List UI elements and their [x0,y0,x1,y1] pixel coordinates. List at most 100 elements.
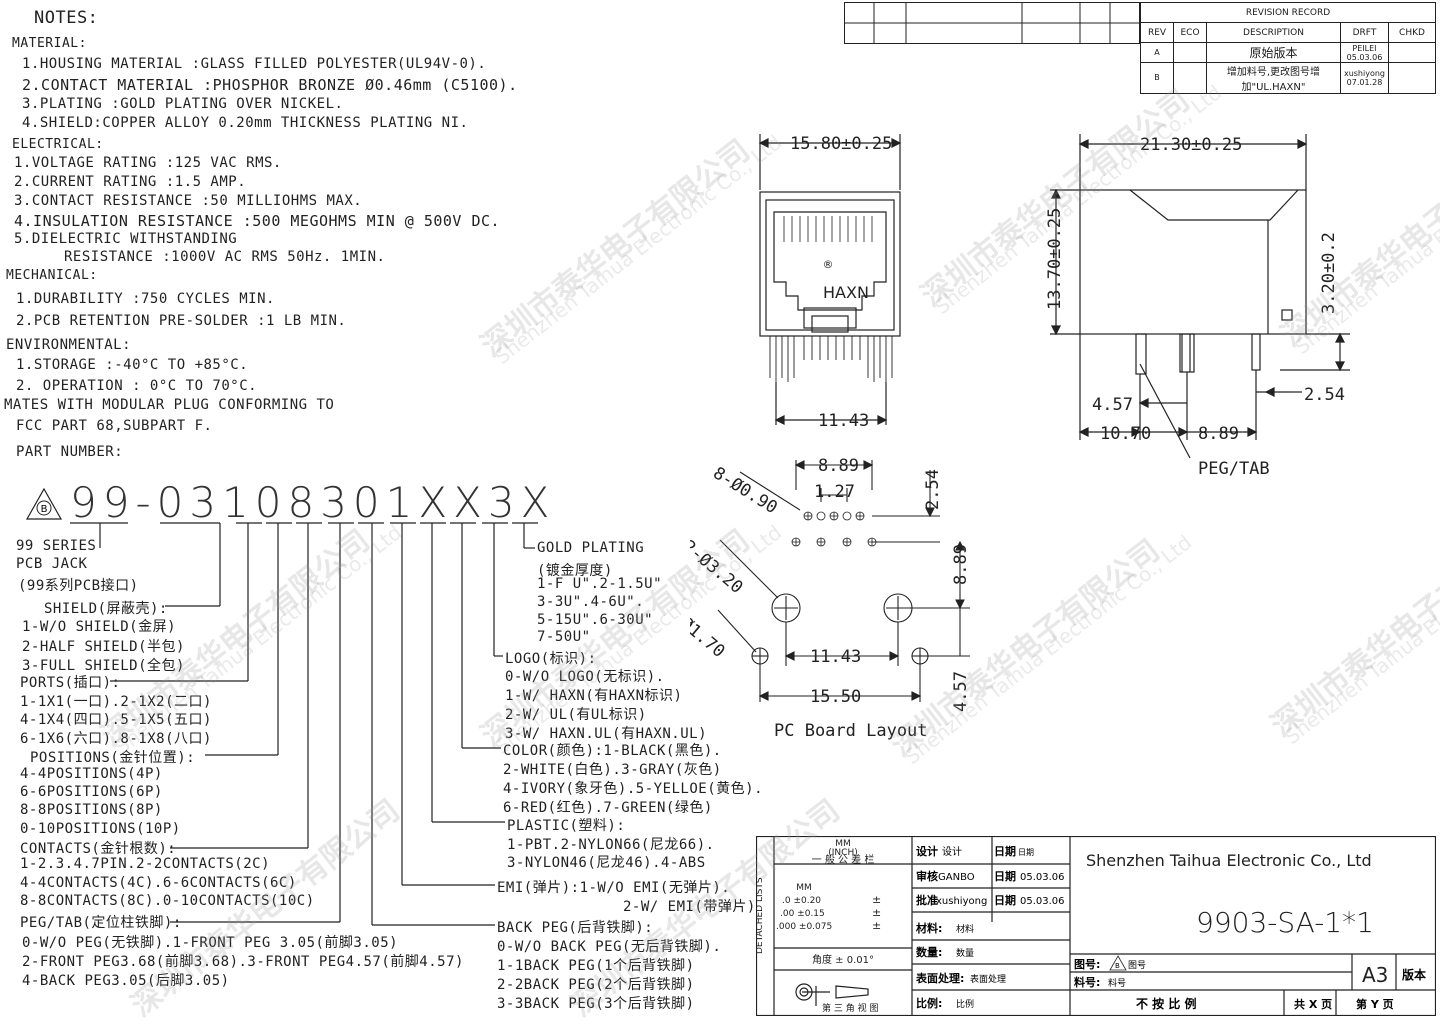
note-line-environmental: ENVIRONMENTAL: [6,337,132,353]
pcb-holes-170: 2-Ø1.70 [690,601,729,662]
svg-text:(INCH): (INCH) [828,848,857,858]
drft-header: DRFT [1339,22,1390,43]
company-name: Shenzhen Taihua Electronic Co., Ltd [1086,851,1372,870]
legend-line-r1: GOLD PLATING [537,540,645,556]
legend-line-r23: 1-1BACK PEG(1个后背铁脚) [497,958,695,974]
legend-line-l4: SHIELD(屏蔽壳): [44,601,168,617]
side-height-dim: 13.70±0.25 [1045,208,1065,310]
svg-text:表面处理: 表面处理 [970,973,1006,985]
legend-line-r20: 2-W/ EMI(带弹片) [623,899,756,915]
legend-line-l19: 4-4CONTACTS(4C).6-6CONTACTS(6C) [20,875,297,891]
front-view-drawing: ® 15.80±0.25 11.43 HAXN [758,134,902,431]
legend-line-l6: 2-HALF SHIELD(半包) [22,639,185,655]
rev-header: REV [1140,22,1174,43]
legend-line-r7: LOGO(标识): [505,651,597,667]
pcb-1550-dim: 15.50 [810,687,861,707]
legend-line-r2: (镀金厚度) [537,563,613,579]
front-width-dim: 15.80±0.25 [790,134,892,154]
svg-text:图号:: 图号: [1074,958,1100,971]
svg-text:共 X 页: 共 X 页 [1294,997,1332,1011]
svg-text:®: ® [823,258,834,271]
pcb-889v-dim: 8.89 [951,544,971,585]
svg-text:图号: 图号 [1128,960,1146,971]
rev-a-symbol: A [1140,42,1174,63]
svg-text:料号:: 料号: [1074,975,1100,989]
revision-record-blank-grid [844,2,1140,44]
legend-line-l3: (99系列PCB接口) [18,578,139,594]
part-number-leaders [70,522,538,926]
svg-text:.0 ±0.20: .0 ±0.20 [782,896,821,906]
note-line-e4: 4.INSULATION RESISTANCE :500 MEGOHMS MIN… [14,212,501,230]
detached-lists: DETACHED LISTS [756,877,765,954]
legend-line-l20: 8-8CONTACTS(8C).0-10CONTACTS(10C) [20,893,315,909]
legend-line-l13: 4-4POSITIONS(4P) [20,766,163,782]
legend-line-r17: 1-PBT.2-NYLON66(尼龙66). [507,837,715,853]
svg-text:05.03.06: 05.03.06 [1020,896,1065,907]
note-line-mechanical: MECHANICAL: [6,268,98,283]
legend-line-r6: 7-50U" [537,629,591,645]
legend-line-r9: 1-W/ HAXN(有HAXN标识) [505,688,683,704]
note-line-e1: 1.VOLTAGE RATING :125 VAC RMS. [14,155,282,171]
legend-line-l7: 3-FULL SHIELD(全包) [22,658,185,674]
legend-line-r3: 1-F U".2-1.5U" [537,576,663,592]
pcb-889-dim: 8.89 [818,456,859,476]
svg-text:设计: 设计 [942,845,962,858]
peg-tab-label: PEG/TAB [1198,459,1270,479]
pcb-layout-title: PC Board Layout [774,721,928,741]
legend-line-l24: 4-BACK PEG3.05(后脚3.05) [22,973,230,989]
legend-line-r25: 3-3BACK PEG(3个后背铁脚) [497,996,695,1012]
pcb-holes-320: 2-Ø3.20 [690,537,747,598]
legend-line-l11: 6-1X6(六口).8-1X8(八口) [20,731,212,747]
legend-line-r13: 2-WHITE(白色).3-GRAY(灰色) [503,762,722,778]
note-line-partnum: PART NUMBER: [16,444,124,460]
svg-text:比例: 比例 [956,998,974,1010]
legend-line-r16: PLASTIC(塑料): [507,818,626,834]
revision-record-title: REVISION RECORD [1140,2,1436,23]
svg-text:日期: 日期 [994,869,1016,883]
side-1070-dim: 10.70 [1100,424,1151,444]
drawing-number: 9903-SA-1*1 [1196,906,1374,939]
rev-b-symbol: B [1140,62,1174,94]
haxn-logo: HAXN [823,283,869,302]
svg-text:料号: 料号 [1108,977,1126,989]
watermark-cn: 深圳市泰华电子有限公司 [1264,513,1440,744]
legend-line-r5: 5-15U".6-30U" [537,612,654,628]
svg-text:日期: 日期 [994,844,1016,858]
legend-line-l14: 6-6POSITIONS(6P) [20,784,163,800]
note-line-me2: 2.PCB RETENTION PRE-SOLDER :1 LB MIN. [16,313,347,329]
description-header: DESCRIPTION [1206,22,1341,43]
rev-b-symbol: B [25,487,63,520]
svg-text:设计: 设计 [916,844,938,858]
side-254-dim: 2.54 [1304,385,1345,405]
svg-text:数量: 数量 [956,947,974,959]
legend-line-r24: 2-2BACK PEG(2个后背铁脚) [497,977,695,993]
side-width-dim: 21.30±0.25 [1140,135,1242,155]
part-number-code: 99-03108301XX3X [70,478,556,527]
svg-text:05.03.06: 05.03.06 [1020,872,1065,883]
legend-line-l21: PEG/TAB(定位柱铁脚): [20,915,182,931]
side-peg-dim: 3.20±0.2 [1319,232,1339,314]
legend-line-l23: 2-FRONT PEG3.68(前脚3.68).3-FRONT PEG4.57(… [22,954,464,970]
note-line-me1: 1.DURABILITY :750 CYCLES MIN. [16,291,275,307]
legend-line-r12: COLOR(颜色):1-BLACK(黑色). [503,743,722,759]
note-line-fcc: FCC PART 68,SUBPART F. [16,418,213,434]
legend-line-l18: 1-2.3.4.7PIN.2-2CONTACTS(2C) [20,856,271,872]
pcb-457-dim: 4.57 [951,671,971,712]
svg-text:MM: MM [796,883,812,893]
legend-line-l12: POSITIONS(金针位置): [30,750,196,766]
svg-text:B: B [1115,962,1120,970]
legend-line-l17: CONTACTS(金针根数): [20,841,177,857]
legend-line-l10: 4-1X4(四口).5-1X5(五口) [20,712,212,728]
svg-text:审核: 审核 [916,869,938,883]
note-line-e5b: RESISTANCE :1000V AC RMS 50Hz. 1MIN. [64,249,386,265]
svg-text:xushiyong: xushiyong [936,896,987,907]
front-pin-span-dim: 11.43 [818,411,869,431]
svg-text:第 三 角 视 图: 第 三 角 视 图 [822,1002,878,1014]
svg-text:±: ± [872,906,881,919]
legend-line-r19: EMI(弹片):1-W/O EMI(无弹片). [497,880,731,896]
svg-text:MM: MM [835,839,851,849]
note-line-m3: 3.PLATING :GOLD PLATING OVER NICKEL. [22,96,344,112]
svg-text:GANBO: GANBO [938,872,975,883]
svg-text:比例:: 比例: [916,996,942,1010]
note-line-e3: 3.CONTACT RESISTANCE :50 MILLIOHMS MAX. [14,193,363,209]
